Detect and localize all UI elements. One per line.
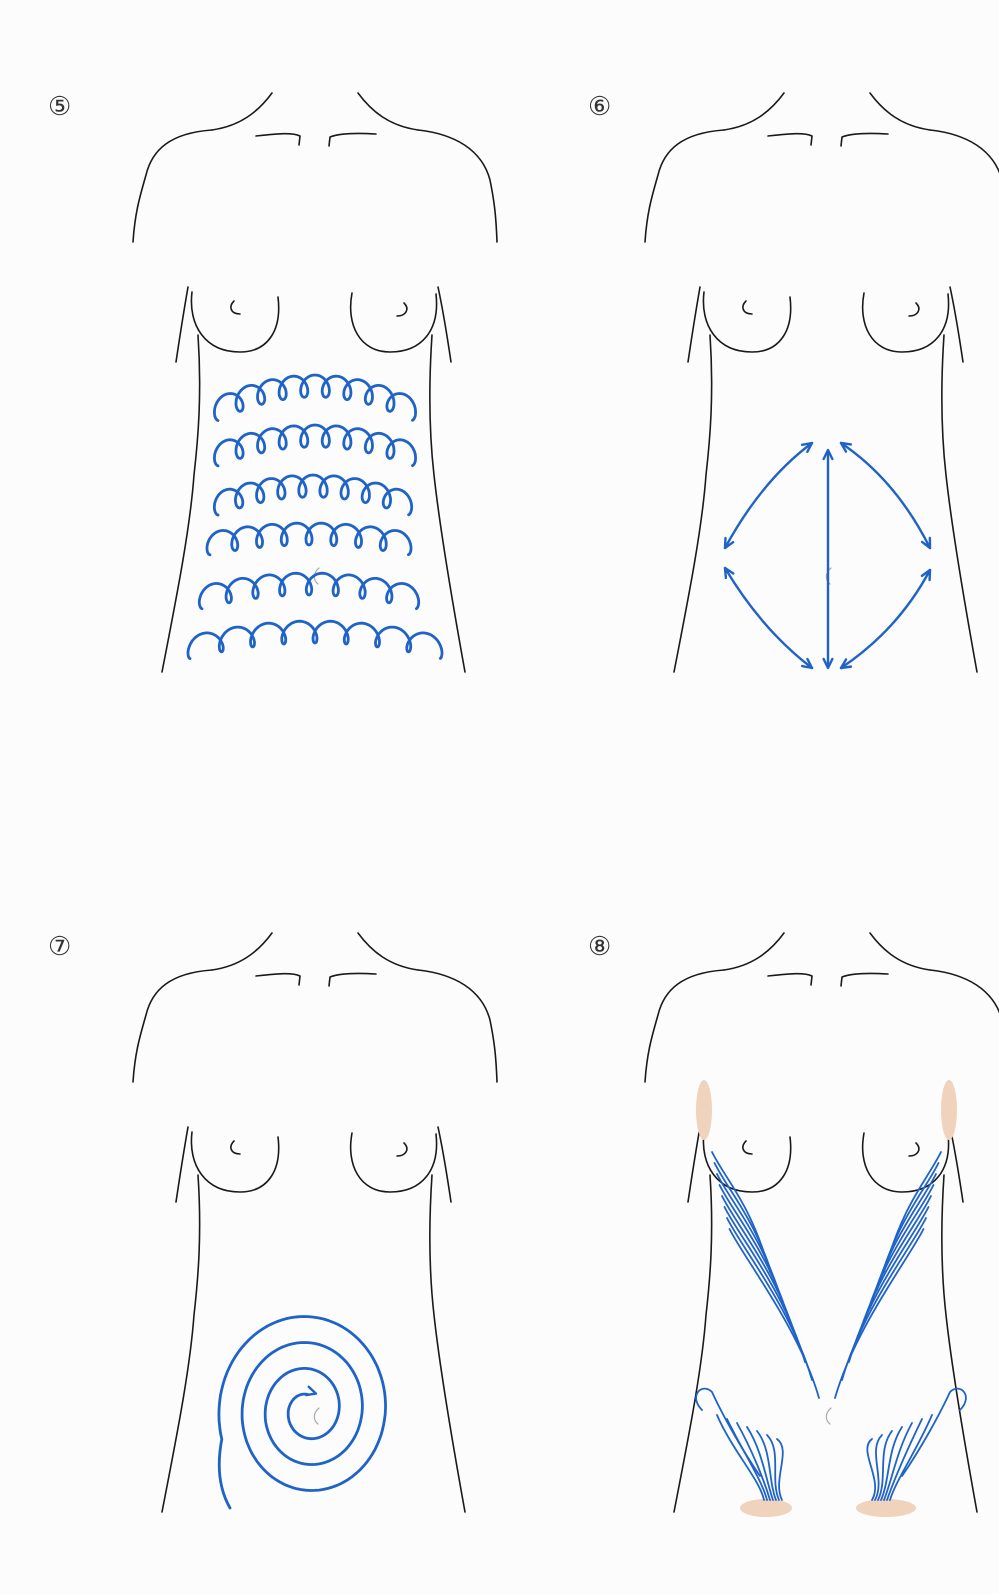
left-side-upper: [688, 1127, 700, 1202]
right-groin-zone: [856, 1499, 916, 1517]
panel-7: ⑦: [0, 840, 500, 1594]
left-neck-line: [724, 933, 784, 970]
right-neck-line: [358, 93, 418, 130]
left-shoulder-line: [133, 130, 212, 242]
left-shoulder-line: [133, 970, 212, 1082]
right-neck-line: [358, 933, 418, 970]
left-side-lower: [162, 1175, 200, 1512]
right-armpit-zone: [941, 1080, 957, 1140]
right-collarbone: [841, 133, 888, 146]
torso-figure: [0, 840, 500, 1594]
spiral-row-2: [214, 425, 415, 466]
right-side-lower: [942, 1175, 977, 1512]
right-neck-line: [870, 93, 930, 130]
left-upward-stroke-8: [730, 1229, 820, 1398]
right-collarbone: [329, 973, 376, 986]
right-side-lower: [430, 1175, 465, 1512]
left-collarbone: [768, 974, 812, 985]
torso-outline: [133, 93, 497, 672]
left-nipple: [743, 301, 752, 314]
arrow-lower-right: [841, 570, 930, 668]
massage-pattern-spirals: [188, 375, 442, 659]
left-side-lower: [674, 335, 712, 672]
torso-figure: [512, 0, 999, 754]
right-side-lower: [942, 335, 977, 672]
torso-outline: [133, 933, 497, 1512]
right-side-upper: [950, 1127, 963, 1202]
panel-8: ⑧: [512, 840, 999, 1594]
left-neck-line: [212, 933, 272, 970]
left-side-upper: [688, 287, 700, 362]
spiral-row-6: [188, 621, 442, 658]
left-side-upper: [176, 287, 188, 362]
left-neck-line: [724, 93, 784, 130]
left-armpit-zone: [696, 1080, 712, 1140]
left-upward-stroke-6: [725, 1207, 806, 1362]
right-breast: [351, 293, 437, 352]
torso-figure: [512, 840, 999, 1594]
arrow-upper-right: [841, 443, 930, 548]
torso-figure: [0, 0, 500, 754]
right-collarbone: [329, 133, 376, 146]
panel-6: ⑥: [512, 0, 999, 754]
spiral-arrow-head: [306, 1387, 316, 1395]
right-downward-stroke-7: [867, 1439, 875, 1500]
right-side-upper: [950, 287, 963, 362]
right-nipple: [909, 1143, 919, 1156]
right-side-lower: [430, 335, 465, 672]
right-shoulder-line: [418, 130, 497, 242]
left-collarbone: [768, 134, 812, 145]
right-upward-stroke-8: [835, 1229, 924, 1398]
torso-outline: [645, 93, 999, 672]
left-breast: [703, 292, 790, 352]
left-upward-stroke-7: [727, 1218, 812, 1380]
left-collarbone: [256, 974, 300, 985]
left-nipple: [743, 1141, 752, 1154]
massage-pattern-arrows: [725, 443, 930, 668]
spiral-row-5: [199, 573, 418, 609]
arrow-lower-left: [725, 568, 812, 668]
left-nipple: [231, 301, 240, 314]
right-breast: [351, 1133, 437, 1192]
right-shoulder-line: [930, 970, 999, 1082]
right-breast: [863, 293, 949, 352]
left-breast: [191, 292, 278, 352]
massage-pattern-spiral: [219, 1317, 386, 1509]
left-nipple: [231, 1141, 240, 1154]
left-side-upper: [176, 1127, 188, 1202]
left-groin-zone: [740, 1499, 792, 1517]
torso-outline: [645, 933, 999, 1512]
left-shoulder-line: [645, 970, 724, 1082]
left-side-lower: [674, 1175, 712, 1512]
spiral-row-3: [214, 475, 411, 515]
arrow-upper-left: [725, 443, 812, 548]
right-shoulder-line: [930, 130, 999, 242]
right-shoulder-line: [418, 970, 497, 1082]
right-nipple: [397, 303, 407, 316]
left-downward-stroke-7: [777, 1439, 783, 1500]
left-side-lower: [162, 335, 200, 672]
right-hip-curve: [902, 1389, 966, 1476]
right-nipple: [909, 303, 919, 316]
spiral-row-1: [214, 375, 415, 421]
left-neck-line: [212, 93, 272, 130]
spiral-path: [219, 1317, 386, 1509]
panel-5: ⑤: [0, 0, 500, 754]
right-side-upper: [438, 1127, 451, 1202]
right-side-upper: [438, 287, 451, 362]
right-nipple: [397, 1143, 407, 1156]
right-upward-stroke-7: [842, 1218, 926, 1380]
left-collarbone: [256, 134, 300, 145]
massage-pattern-drainage: [696, 1080, 966, 1517]
right-neck-line: [870, 933, 930, 970]
left-shoulder-line: [645, 130, 724, 242]
right-collarbone: [841, 973, 888, 986]
right-downward-stroke-1: [890, 1415, 932, 1500]
left-breast: [191, 1132, 278, 1192]
spiral-row-4: [207, 523, 411, 555]
navel: [826, 1408, 831, 1424]
left-downward-stroke-3: [737, 1423, 770, 1500]
navel: [314, 1408, 319, 1424]
